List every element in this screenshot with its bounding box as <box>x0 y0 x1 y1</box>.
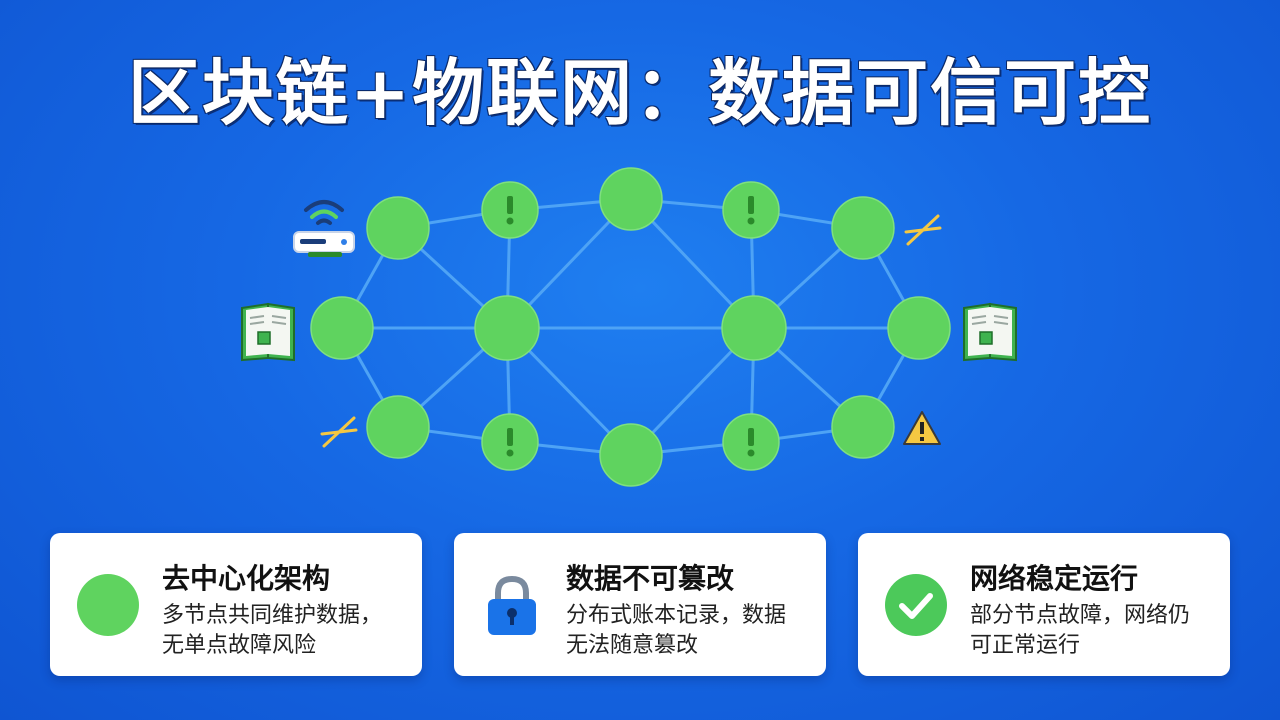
network-node <box>310 296 374 360</box>
node-circle <box>310 296 374 360</box>
node-circle <box>831 395 895 459</box>
node-circle <box>831 196 895 260</box>
green-dot-icon <box>77 574 139 636</box>
exclamation-icon <box>748 196 754 214</box>
page-title: 区块链+物联网：数据可信可控 <box>127 51 1153 135</box>
network-node <box>831 196 895 260</box>
card-title: 去中心化架构 <box>162 562 331 595</box>
card-description-line: 分布式账本记录，数据 <box>566 603 787 628</box>
card-description-line: 无法随意篡改 <box>566 633 699 658</box>
exclamation-dot <box>506 217 514 225</box>
node-circle <box>599 167 663 231</box>
feature-card-stable-network: 网络稳定运行 部分节点故障，网络仍 可正常运行 <box>858 533 1230 676</box>
network-node <box>887 296 951 360</box>
network-node <box>366 196 430 260</box>
wifi-router-icon <box>293 200 355 257</box>
network-node-alert <box>722 413 780 471</box>
network-node <box>831 395 895 459</box>
card-description: 分布式账本记录，数据 无法随意篡改 <box>566 601 816 661</box>
card-description-line: 无单点故障风险 <box>162 633 317 658</box>
node-circle <box>887 296 951 360</box>
ledger-book-icon <box>963 302 1017 362</box>
node-circle <box>474 295 540 361</box>
exclamation-dot <box>747 449 755 457</box>
network-node-alert <box>722 181 780 239</box>
card-description-line: 部分节点故障，网络仍 <box>970 603 1191 628</box>
card-description-line: 可正常运行 <box>970 633 1081 658</box>
exclamation-dot <box>747 217 755 225</box>
lightning-icon <box>320 416 358 448</box>
card-description: 多节点共同维护数据， 无单点故障风险 <box>162 601 412 661</box>
node-circle <box>599 423 663 487</box>
network-node-alert <box>481 413 539 471</box>
network-nodes <box>310 167 951 487</box>
exclamation-dot <box>506 449 514 457</box>
node-circle <box>366 395 430 459</box>
network-node-alert <box>481 181 539 239</box>
card-title: 数据不可篡改 <box>566 562 735 595</box>
network-node <box>599 167 663 231</box>
card-title: 网络稳定运行 <box>970 562 1139 595</box>
lock-icon <box>488 575 536 635</box>
network-node <box>474 295 540 361</box>
node-circle <box>721 295 787 361</box>
feature-card-tamper-proof: 数据不可篡改 分布式账本记录，数据 无法随意篡改 <box>454 533 826 676</box>
card-description: 部分节点故障，网络仍 可正常运行 <box>970 601 1220 661</box>
lightning-icon <box>904 214 942 246</box>
exclamation-icon <box>748 428 754 446</box>
network-node <box>599 423 663 487</box>
blockchain-network-diagram <box>241 167 1017 487</box>
node-circle <box>366 196 430 260</box>
check-circle-icon <box>885 574 947 636</box>
network-node <box>366 395 430 459</box>
card-description-line: 多节点共同维护数据， <box>162 603 383 628</box>
feature-card-decentralized: 去中心化架构 多节点共同维护数据， 无单点故障风险 <box>50 533 422 676</box>
exclamation-icon <box>507 196 513 214</box>
warning-triangle-icon <box>903 411 941 445</box>
exclamation-icon <box>507 428 513 446</box>
network-node <box>721 295 787 361</box>
ledger-book-icon <box>241 302 295 362</box>
network-links <box>340 197 921 457</box>
